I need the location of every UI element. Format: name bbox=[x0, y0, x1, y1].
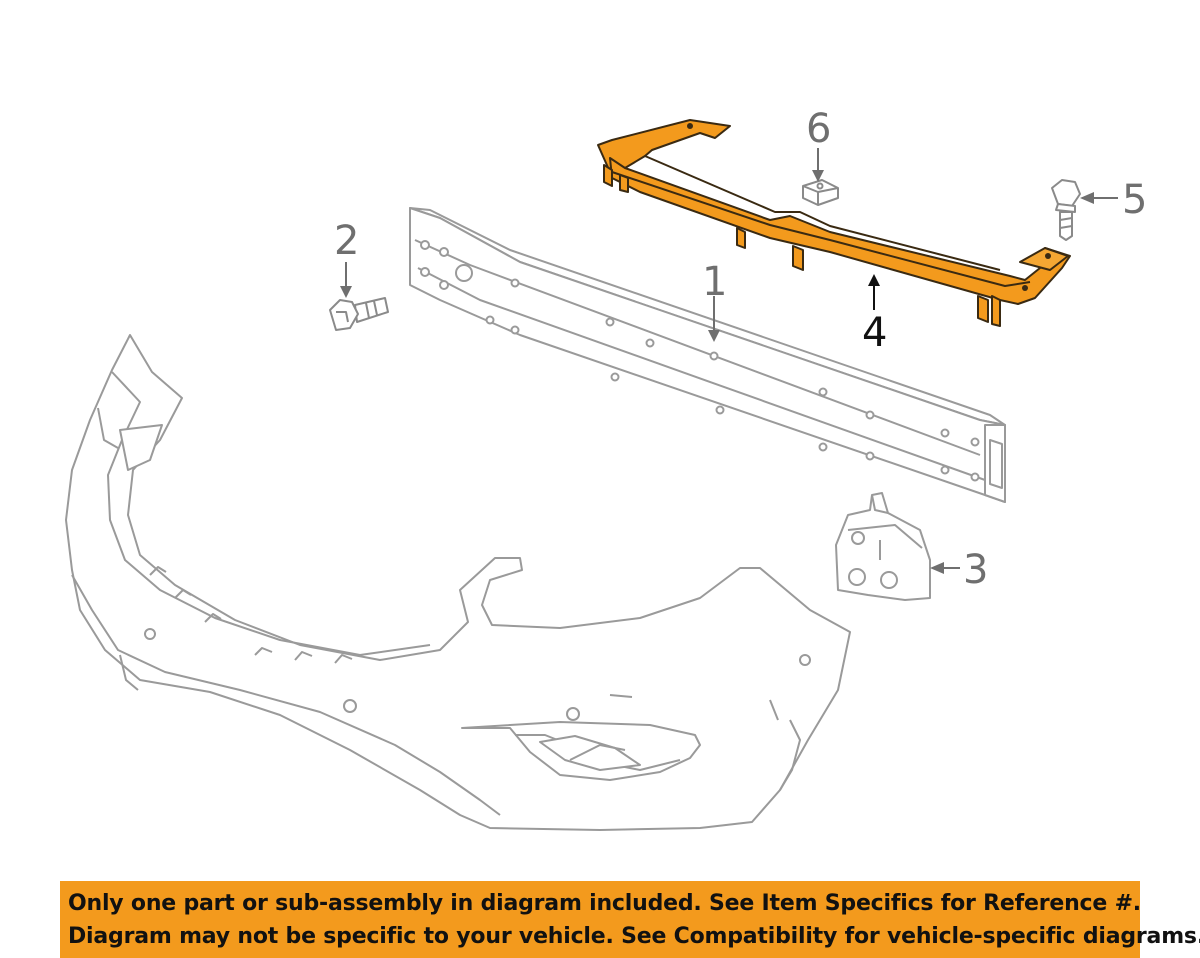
callout-4: 4 bbox=[862, 310, 887, 356]
reinforcement-bar bbox=[409, 207, 1006, 503]
bracket bbox=[835, 492, 931, 601]
upper-support bbox=[597, 119, 1071, 327]
disclaimer-line-2: Diagram may not be specific to your vehi… bbox=[68, 924, 1200, 949]
clip-nut bbox=[802, 179, 839, 206]
bumper-cover bbox=[65, 334, 851, 831]
callout-3: 3 bbox=[963, 547, 988, 593]
parts-diagram: 1 2 3 4 5 6 bbox=[65, 106, 1147, 831]
disclaimer-line-1: Only one part or sub-assembly in diagram… bbox=[68, 891, 1141, 916]
callout-2: 2 bbox=[334, 218, 359, 264]
callout-leaders bbox=[340, 148, 1118, 574]
disclaimer-banner: Only one part or sub-assembly in diagram… bbox=[60, 881, 1200, 958]
callout-leader-4 bbox=[868, 274, 880, 310]
callout-5: 5 bbox=[1122, 177, 1147, 223]
callout-1: 1 bbox=[702, 259, 727, 305]
bolt-5 bbox=[1051, 179, 1081, 241]
callout-6: 6 bbox=[806, 106, 831, 152]
bolt-2 bbox=[329, 297, 389, 331]
